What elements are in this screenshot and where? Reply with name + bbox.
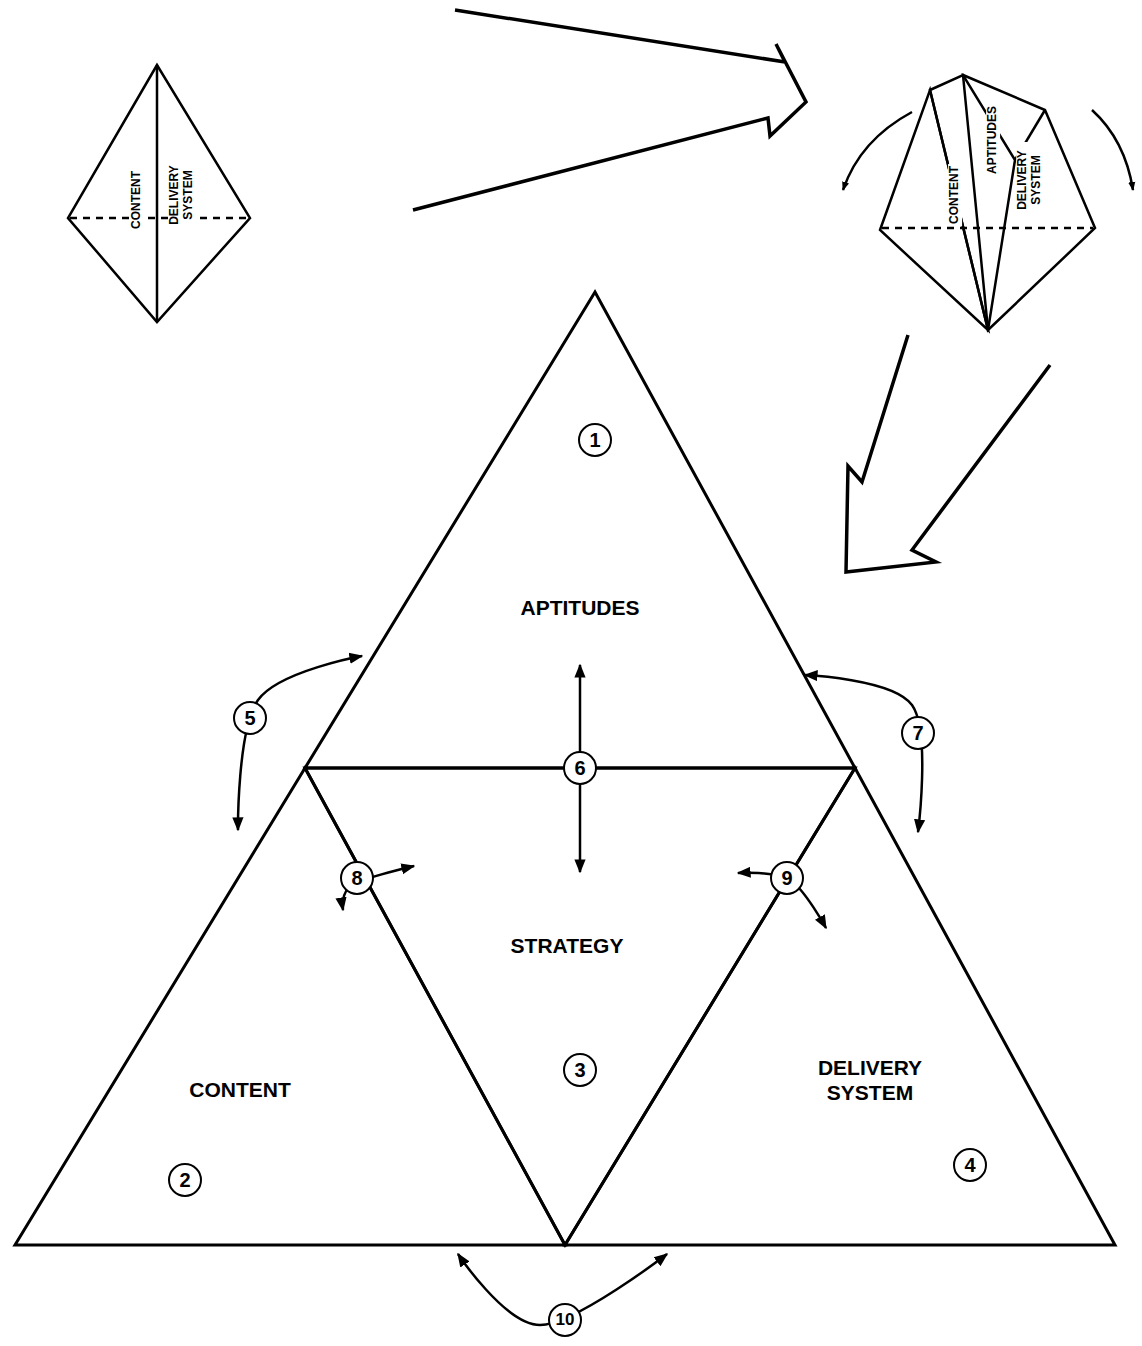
region-label: DELIVERY SYSTEM — [805, 1055, 935, 1105]
triangle-outline — [565, 768, 1115, 1245]
region-label: STRATEGY — [511, 933, 624, 958]
callout-number: 5 — [233, 701, 267, 735]
small-diamond — [68, 65, 250, 322]
small-label: DELIVERY SYSTEM — [168, 157, 196, 233]
triangle-region: CONTENT — [15, 768, 565, 1245]
small-label: CONTENT — [130, 169, 144, 231]
region-label: APTITUDES — [520, 595, 639, 620]
zigzag-arrow — [413, 10, 1050, 572]
region-label: CONTENT — [189, 1077, 291, 1102]
callout-number: 9 — [770, 861, 804, 895]
callout-number: 10 — [548, 1303, 582, 1337]
triangle-region: STRATEGY — [305, 768, 855, 1245]
callout-number: 4 — [953, 1148, 987, 1182]
callout-number: 1 — [578, 423, 612, 457]
callout-number: 8 — [340, 861, 374, 895]
callout-number: 3 — [563, 1053, 597, 1087]
small-label: DELIVERY SYSTEM — [1016, 142, 1044, 218]
triangle-region: DELIVERY SYSTEM — [565, 768, 1115, 1245]
small-label: APTITUDES — [986, 104, 1000, 176]
callout-number: 2 — [168, 1163, 202, 1197]
triangle-outline — [15, 768, 565, 1245]
small-label: CONTENT — [948, 164, 962, 226]
triangle-region: APTITUDES — [305, 292, 855, 769]
relation-arrow — [805, 675, 922, 832]
relation-arrow — [238, 656, 362, 830]
triangle-outline — [305, 768, 855, 1245]
callout-number: 6 — [563, 751, 597, 785]
triangle-outline — [305, 292, 855, 769]
folded-shape — [843, 75, 1133, 330]
callout-number: 7 — [901, 716, 935, 750]
